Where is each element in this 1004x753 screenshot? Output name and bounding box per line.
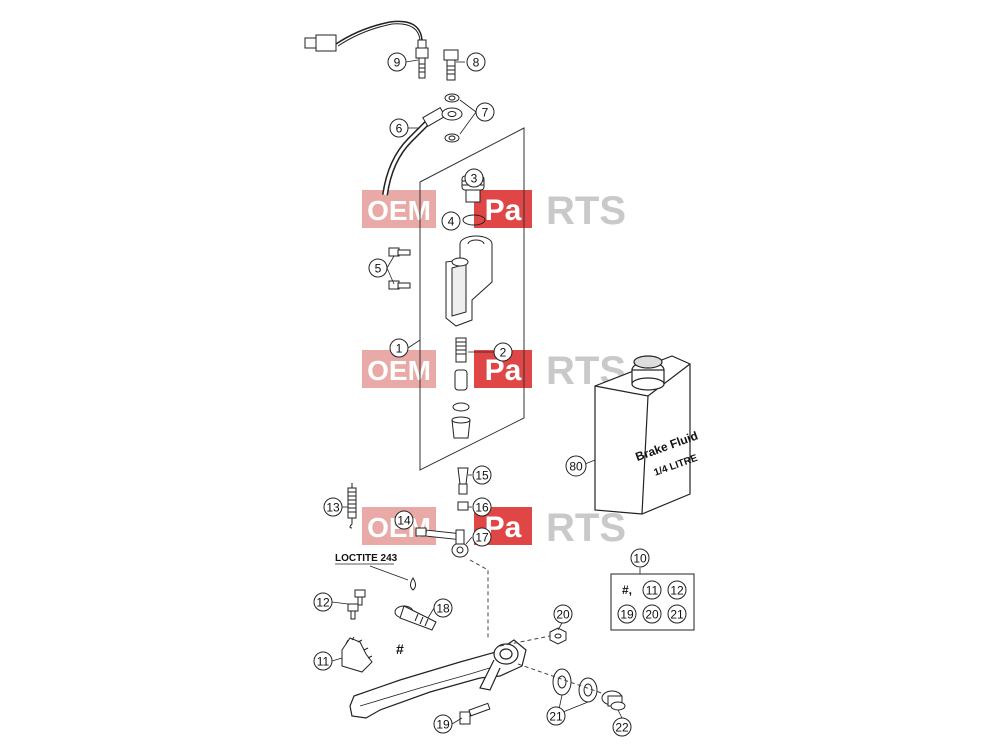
svg-text:16: 16 (475, 501, 489, 515)
callout-13: 13 (323, 497, 343, 517)
part-12-screws (347, 589, 366, 620)
svg-text:9: 9 (394, 56, 401, 70)
svg-text:20: 20 (556, 608, 570, 622)
callout-10: 10 (630, 548, 650, 568)
part-9-brake-light-switch (304, 20, 429, 79)
svg-text:11: 11 (317, 655, 330, 669)
kit-box-hash: #, (622, 583, 632, 597)
kit-box-10: #, 11 12 19 20 21 (610, 573, 695, 631)
part-4-o-ring (462, 214, 486, 226)
part-6-brake-hose (382, 106, 463, 196)
loctite-drop-icon (410, 577, 416, 591)
part-80-brake-fluid-container (594, 355, 691, 515)
svg-text:7: 7 (482, 106, 489, 120)
callout-20: 20 (553, 604, 573, 624)
part-22-bushing (601, 690, 626, 711)
kit-box-item-12: 12 (667, 580, 687, 600)
part-1-master-cylinder (445, 235, 493, 327)
brake-pedal-lever (349, 639, 527, 719)
kit-box-item-11: 11 (642, 580, 662, 600)
svg-text:1: 1 (396, 342, 403, 356)
master-cylinder-frame (419, 127, 525, 471)
callout-4: 4 (441, 211, 461, 231)
svg-text:2: 2 (500, 346, 507, 360)
svg-text:OEM: OEM (367, 195, 431, 226)
callout-11: 11 (313, 651, 333, 671)
watermark-bottom: OEM Pa RTS (362, 506, 626, 550)
callout-1: 1 (389, 338, 409, 358)
svg-text:20: 20 (645, 608, 659, 622)
part-21-bearings (552, 668, 598, 703)
part-18-bolt (394, 605, 437, 631)
callout-80: 80 (565, 455, 587, 477)
svg-text:17: 17 (475, 531, 489, 545)
svg-text:4: 4 (448, 215, 455, 229)
svg-text:3: 3 (471, 172, 478, 186)
kit-box-item-19: 19 (617, 604, 637, 624)
part-15-pushrod-end (457, 467, 469, 495)
svg-text:15: 15 (475, 469, 489, 483)
part-2-piston-kit (451, 337, 471, 439)
svg-text:21: 21 (670, 608, 684, 622)
part-8-banjo-bolt (443, 49, 459, 81)
svg-text:18: 18 (436, 602, 450, 616)
part-17-clevis (451, 529, 469, 558)
callout-5: 5 (368, 258, 388, 278)
assembly-dashed-line (469, 559, 489, 640)
svg-text:12: 12 (670, 584, 684, 598)
svg-text:19: 19 (620, 608, 634, 622)
svg-text:Pa: Pa (485, 194, 522, 227)
kit-box-item-20: 20 (642, 604, 662, 624)
svg-text:5: 5 (375, 262, 382, 276)
watermark-top: OEM Pa RTS (362, 189, 626, 233)
svg-text:6: 6 (396, 122, 403, 136)
svg-text:12: 12 (316, 596, 330, 610)
svg-text:10: 10 (633, 552, 647, 566)
svg-text:RTS: RTS (546, 506, 626, 550)
svg-text:11: 11 (646, 584, 659, 598)
callout-3: 3 (464, 168, 484, 188)
svg-text:OEM: OEM (367, 355, 431, 386)
lever-hash-label: # (396, 641, 404, 657)
callout-9: 9 (387, 52, 407, 72)
callout-6: 6 (389, 118, 409, 138)
part-20-nut (549, 627, 567, 645)
callout-14: 14 (394, 510, 414, 530)
part-7-washers (444, 93, 460, 143)
callout-7: 7 (475, 102, 495, 122)
callout-2: 2 (493, 342, 513, 362)
svg-text:13: 13 (326, 501, 340, 515)
callout-17: 17 (472, 527, 492, 547)
callout-18: 18 (433, 598, 453, 618)
svg-text:8: 8 (473, 56, 480, 70)
loctite-label: LOCTITE 243 (335, 553, 398, 564)
callout-15: 15 (472, 465, 492, 485)
part-5-screws (388, 247, 411, 290)
part-13-spring (347, 483, 357, 529)
svg-text:14: 14 (397, 514, 411, 528)
svg-text:21: 21 (549, 710, 563, 724)
svg-text:22: 22 (615, 721, 629, 735)
callout-21: 21 (546, 706, 566, 726)
callout-16: 16 (472, 497, 492, 517)
callout-22: 22 (612, 717, 632, 737)
svg-text:80: 80 (569, 460, 583, 474)
part-16-nut (457, 501, 469, 511)
part-11-pedal-tip (341, 636, 373, 673)
kit-box-item-21: 21 (667, 604, 687, 624)
callout-8: 8 (466, 52, 486, 72)
callout-19: 19 (433, 714, 453, 734)
part-19-bolt (459, 702, 491, 725)
svg-text:RTS: RTS (546, 189, 626, 233)
svg-text:19: 19 (436, 718, 450, 732)
callout-12: 12 (313, 592, 333, 612)
